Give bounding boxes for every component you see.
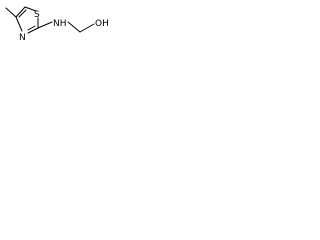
ring-bond-c4-c5: [15, 6, 26, 18]
molecule-structure: S N NH OH: [5, 6, 109, 43]
hydroxyl-oh-label: OH: [95, 19, 109, 29]
c2-nh-bond: [37, 21, 53, 29]
ring-bond-n-c4: [15, 16, 23, 32]
ring-nitrogen-atom-label: N: [19, 33, 26, 43]
nh-ch2-bond: [67, 21, 81, 33]
ring-double-bond-c4-c5: [18, 9, 27, 18]
methyl-bond: [5, 7, 17, 18]
ring-bond-c2-n: [27, 27, 39, 34]
ring-double-bond-c2-n: [27, 25, 36, 31]
molecule-canvas: S N NH OH: [0, 0, 119, 56]
amine-nh-label: NH: [53, 19, 67, 29]
ring-bond-c5-s: [24, 6, 37, 12]
sulfur-atom-label: S: [34, 10, 40, 20]
ch2-oh-bond: [79, 23, 95, 33]
